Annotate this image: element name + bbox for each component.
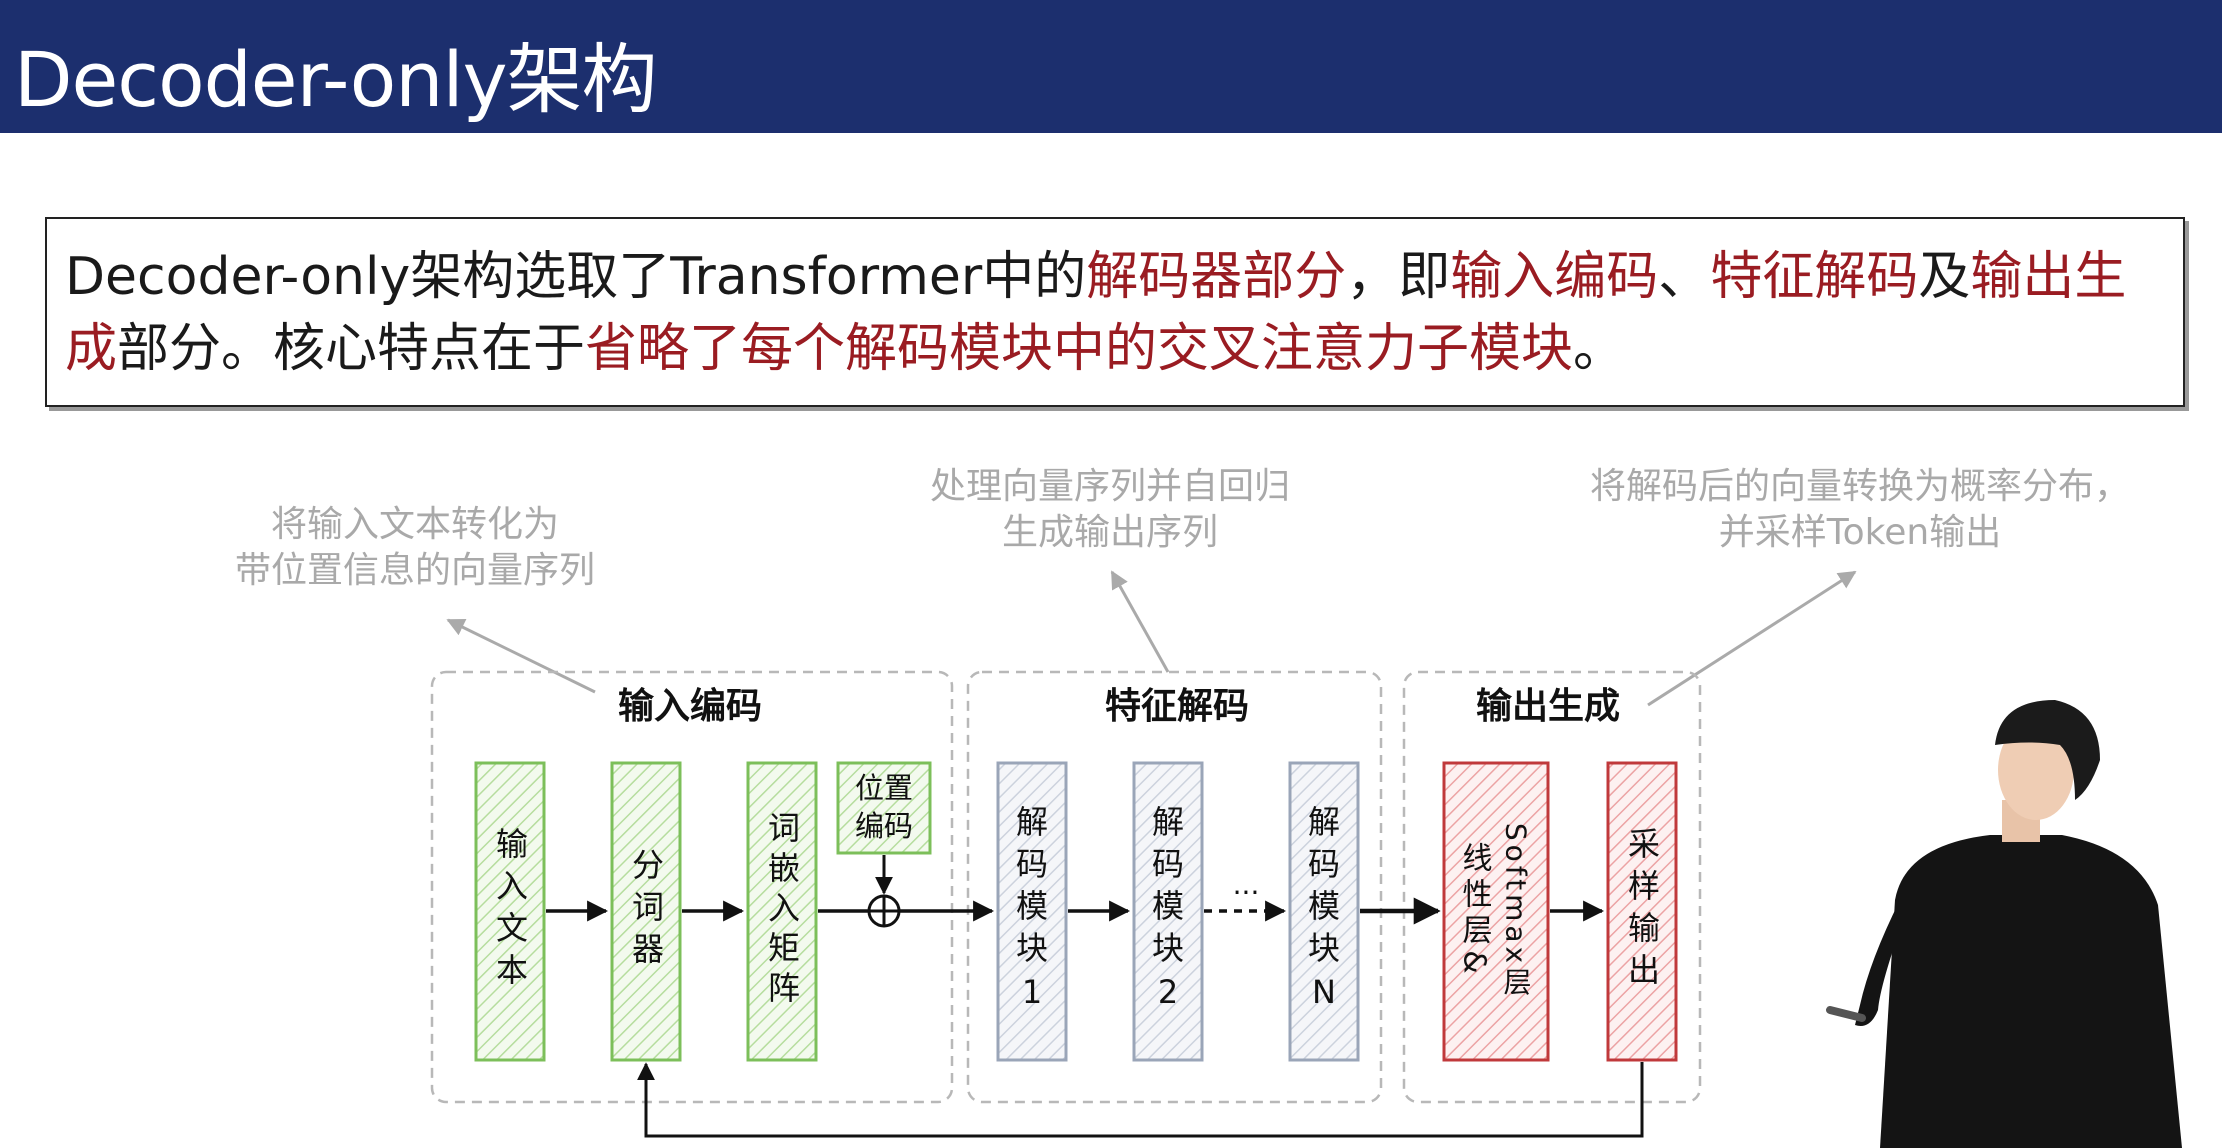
- note-input-line-1: 将输入文本转化为: [270, 504, 559, 545]
- summary-segment-5: 、: [1658, 247, 1711, 307]
- block-decoder-n-char-1: 解: [1308, 803, 1340, 841]
- summary-box: Decoder-only架构选取了Transformer中的解码器部分，即输入编…: [45, 217, 2185, 407]
- block-tokenizer: [610, 761, 682, 1062]
- summary-segment-11: 。: [1573, 319, 1626, 379]
- block-decoder-n-char-2: 码: [1308, 845, 1340, 883]
- note-feature-line-2: 生成输出序列: [1001, 512, 1218, 553]
- summary-segment-9: 部分。核心特点在于: [117, 319, 586, 379]
- summary-segment-3: ，即: [1346, 247, 1451, 307]
- group-feature-decoding: [966, 670, 1383, 1104]
- presenter-arm: [1855, 900, 1905, 1026]
- block-softmax-label: Softmax层: [1500, 823, 1533, 999]
- summary-highlight-input-encoding: 输入编码: [1450, 247, 1659, 307]
- block-sample-output: [1606, 761, 1678, 1062]
- note-output-generation: 将解码后的向量转换为概率分布， 并采样Token输出: [1540, 464, 2180, 556]
- block-decoder-2-char-4: 块: [1152, 929, 1184, 967]
- remote-clicker: [1826, 1006, 1866, 1022]
- presenter-hair: [1995, 700, 2100, 800]
- note-feature-line-1: 处理向量序列并自回归: [929, 466, 1290, 507]
- block-linear-label: 线性层&: [1457, 842, 1493, 979]
- block-decoder-1: [996, 761, 1068, 1062]
- group-label-input: 输入编码: [618, 686, 762, 727]
- feedback-loop-arrow: [637, 1062, 1644, 1138]
- block-input-text-label: 输入文本: [491, 827, 529, 995]
- summary-highlight-output-generation: 输出生成: [65, 247, 2127, 379]
- block-decoder-1-char-3: 模: [1016, 887, 1048, 925]
- note-input-encoding: 将输入文本转化为 带位置信息的向量序列: [195, 502, 635, 594]
- note-output-line-2: 并采样Token输出: [1718, 512, 2002, 553]
- block-decoder-1-char-4: 块: [1016, 929, 1048, 967]
- group-label-feature: 特征解码: [1105, 686, 1249, 727]
- summary-highlight-cross-attention: 省略了每个解码模块中的交叉注意力子模块: [585, 319, 1574, 379]
- block-input-text: [474, 761, 546, 1062]
- pointer-arrow-input: [446, 618, 596, 694]
- block-sample-output-label: 采样输出: [1623, 827, 1661, 995]
- title-bar: Decoder-only架构: [0, 0, 2222, 133]
- block-decoder-2-char-2: 码: [1152, 845, 1184, 883]
- block-tokenizer-label: 分词器: [627, 848, 665, 974]
- summary-segment-1: Decoder-only架构选取了Transformer中的: [65, 247, 1087, 307]
- block-decoder-2-char-3: 模: [1152, 887, 1184, 925]
- note-input-line-2: 带位置信息的向量序列: [234, 550, 595, 591]
- presenter-body: [1880, 835, 2182, 1148]
- block-decoder-n-char-3: 模: [1308, 887, 1340, 925]
- note-feature-decoding: 处理向量序列并自回归 生成输出序列: [880, 464, 1340, 556]
- block-linear-softmax: [1442, 761, 1550, 1062]
- block-decoder-1-char-2: 码: [1016, 845, 1048, 883]
- ellipsis-label: ···: [1233, 876, 1260, 909]
- pointer-arrow-feature: [1110, 570, 1170, 673]
- pointer-arrow-output: [1647, 570, 1857, 707]
- summary-highlight-decoder-part: 解码器部分: [1086, 247, 1347, 307]
- block-position-encoding-line-2: 编码: [855, 809, 913, 843]
- group-input-encoding: [430, 670, 954, 1104]
- block-decoder-1-char-5: 1: [1022, 973, 1042, 1011]
- summary-highlight-feature-decoding: 特征解码: [1710, 247, 1919, 307]
- block-decoder-n-char-5: N: [1312, 973, 1336, 1011]
- block-embedding-matrix: [746, 761, 818, 1062]
- block-decoder-1-char-1: 解: [1016, 803, 1048, 841]
- block-embedding-matrix-label: 词嵌入矩阵: [763, 811, 801, 1011]
- block-decoder-2: [1132, 761, 1204, 1062]
- block-decoder-n-char-4: 块: [1308, 929, 1340, 967]
- group-label-output: 输出生成: [1476, 686, 1620, 727]
- summary-segment-7: 及: [1918, 247, 1971, 307]
- block-decoder-2-char-1: 解: [1152, 803, 1184, 841]
- note-output-line-1: 将解码后的向量转换为概率分布，: [1589, 466, 2130, 507]
- page-title: Decoder-only架构: [14, 35, 658, 124]
- presenter-figure: [1826, 700, 2182, 1148]
- presenter-face: [1998, 720, 2074, 820]
- block-position-encoding-line-1: 位置: [855, 771, 913, 805]
- block-decoder-2-char-5: 2: [1158, 973, 1178, 1011]
- block-position-encoding: [836, 761, 932, 855]
- block-decoder-n: [1288, 761, 1360, 1062]
